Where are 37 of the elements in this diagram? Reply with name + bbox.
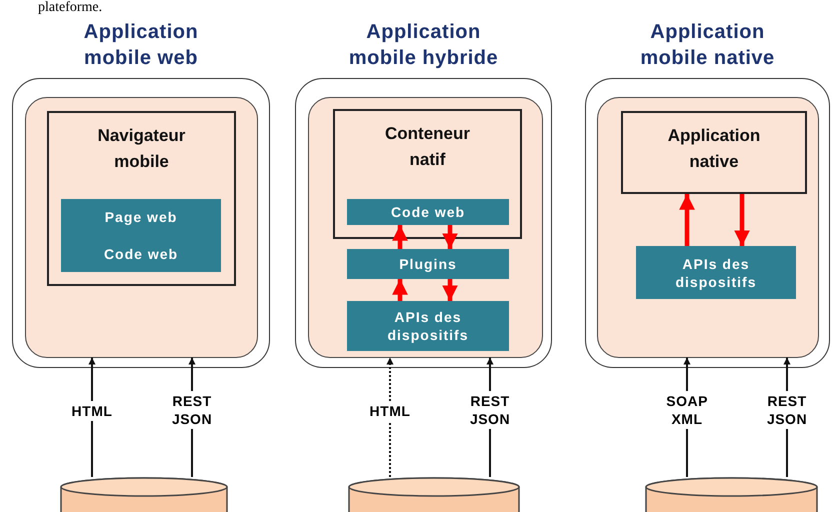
box-title: Application native [666, 125, 762, 173]
edge-label: REST JSON [468, 391, 512, 429]
arrow [442, 225, 458, 249]
column-heading: Application mobile native [639, 20, 776, 71]
arrow [442, 279, 458, 301]
arrow [386, 358, 394, 477]
edge-label: HTML [368, 401, 412, 421]
box-title: Conteneur natif [384, 123, 471, 171]
container-box [621, 111, 807, 194]
phone-screen [596, 96, 818, 358]
text-fragment: plateforme. [38, 0, 102, 16]
component-label: Plugins [398, 255, 458, 273]
component-box [61, 199, 221, 272]
component-box [347, 199, 509, 225]
arrow [392, 279, 408, 301]
component-label: Page web [104, 208, 178, 226]
arrow [679, 194, 695, 246]
arrow [392, 225, 408, 249]
container-box [333, 109, 522, 239]
edge-label: REST JSON [170, 391, 214, 429]
component-label: APIs des dispositifs [674, 254, 758, 290]
edge-label: SOAP XML [664, 391, 710, 429]
container-box [47, 111, 236, 286]
phone-screen [308, 96, 542, 358]
edge-label: HTML [70, 401, 114, 421]
box-title: Navigateur mobile [96, 125, 186, 173]
arrow [734, 194, 750, 246]
column-heading: Application mobile hybride [348, 20, 500, 71]
phone-screen [24, 96, 258, 358]
edge-label: REST JSON [764, 391, 810, 429]
component-label: Code web [390, 203, 466, 221]
component-label: APIs des dispositifs [386, 308, 470, 344]
column-heading: Application mobile web [82, 20, 200, 71]
component-box [347, 249, 509, 279]
component-box [347, 301, 509, 351]
component-box [636, 246, 796, 299]
component-label: Code web [102, 244, 180, 263]
